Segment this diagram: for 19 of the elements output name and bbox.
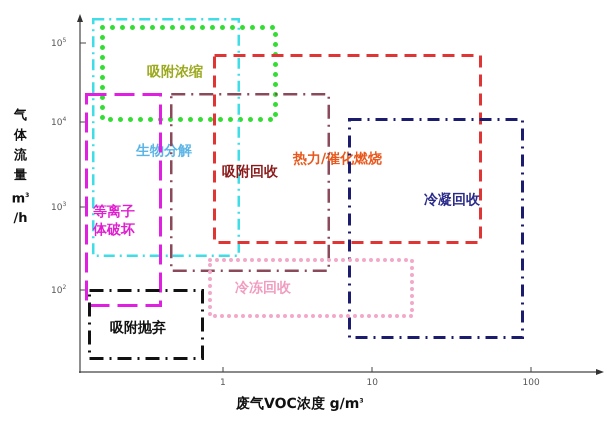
axis-title: 废气VOC浓度 g/m$^{3}$: [236, 395, 364, 413]
tick-label: 100: [522, 378, 540, 388]
technique-label: 冷冻回收: [235, 279, 291, 297]
technique-label: 吸附浓缩: [147, 63, 203, 81]
tick-label: 10$^{4}$: [51, 116, 66, 128]
technique-label: 吸附抛弃: [110, 319, 166, 337]
technique-label: 吸附回收: [222, 163, 278, 181]
tick-label: 10: [366, 378, 378, 388]
axis-title: 气体流量 m$^{3}$/h: [11, 107, 30, 228]
tick-label: 1: [220, 378, 226, 388]
tick-label: 10$^{2}$: [51, 284, 66, 296]
range-box: [100, 25, 278, 122]
range-box: [213, 54, 482, 244]
range-box: [88, 289, 204, 360]
technique-label: 等离子体破坏: [93, 203, 136, 239]
technique-label: 冷凝回收: [424, 191, 480, 209]
tick-label: 10$^{3}$: [51, 201, 66, 213]
range-box: [208, 258, 414, 318]
tick-label: 10$^{5}$: [51, 37, 66, 49]
